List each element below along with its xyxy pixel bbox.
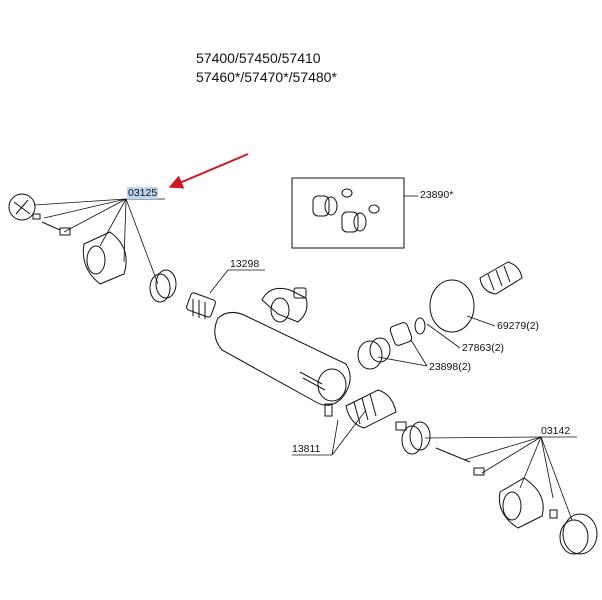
right-small-parts xyxy=(435,447,485,476)
part-label-69279: 69279(2) xyxy=(497,320,540,332)
part-label-27863: 27863(2) xyxy=(462,342,505,354)
right-ring-nut xyxy=(401,421,431,455)
left-handle-cap xyxy=(8,193,71,236)
part-label-03125-text: 03125 xyxy=(127,187,159,199)
check-valve-box xyxy=(291,177,405,249)
right-handle-knob xyxy=(559,513,598,555)
leader-lines-03125 xyxy=(33,198,165,285)
model-numbers-line2: 57460*/57470*/57480* xyxy=(196,69,337,85)
part-label-23890: 23890* xyxy=(420,189,454,201)
part-label-03125[interactable]: 03125 xyxy=(127,187,159,199)
part-label-23898: 23898(2) xyxy=(429,361,472,373)
right-fittings xyxy=(357,261,523,370)
left-sleeve xyxy=(82,231,127,285)
part-label-13298: 13298 xyxy=(230,258,260,270)
leader-lines-03142 xyxy=(424,436,577,521)
thermostatic-cartridge xyxy=(345,389,407,431)
model-numbers-line1: 57400/57450/57410 xyxy=(196,50,321,66)
pointer-arrow xyxy=(168,153,249,189)
part-label-13811: 13811 xyxy=(292,443,321,455)
mixer-body xyxy=(214,287,351,417)
left-ring-nut xyxy=(149,269,177,303)
part-label-03142: 03142 xyxy=(541,425,571,437)
left-cartridge xyxy=(186,292,216,319)
check-valve-parts xyxy=(312,188,380,233)
right-sleeve xyxy=(498,477,558,529)
